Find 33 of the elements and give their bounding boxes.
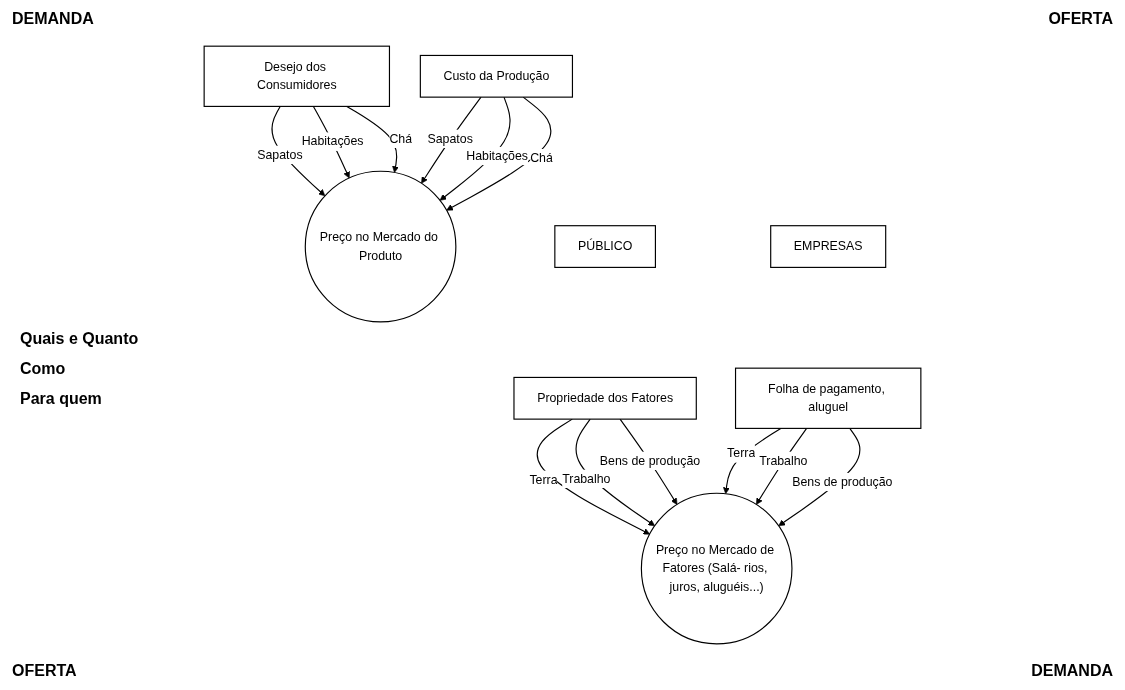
arrow <box>756 427 808 505</box>
note-text: Para quem <box>20 390 102 408</box>
edge-label: Terra <box>529 472 558 486</box>
edge-label: Sapatos <box>427 131 473 146</box>
arrow <box>421 96 482 184</box>
note-text: DEMANDA <box>1031 662 1113 680</box>
note-text: Como <box>20 360 66 378</box>
node-box: EMPRESAS <box>770 225 887 268</box>
arrow <box>346 105 399 173</box>
arrow <box>723 427 782 495</box>
edge-label: Chá <box>389 131 413 146</box>
note-text: OFERTA <box>12 662 77 680</box>
node-box: Folha de pagamento, aluguel <box>734 367 922 429</box>
node-box: Propriedade dos Fatores <box>513 376 697 420</box>
node-box: PÚBLICO <box>554 225 656 268</box>
arrow <box>446 96 552 211</box>
edge-label: Habitações <box>466 149 529 163</box>
node-circle: Preço no Mercado de Fatores (Salá- rios, juros, aluguéis...) <box>640 492 793 645</box>
arrow <box>536 418 650 535</box>
edge-label: Bens de produção <box>792 475 893 489</box>
note-text: DEMANDA <box>12 10 94 28</box>
edge-label: Trabalho <box>759 453 808 467</box>
edge-label: Habitações <box>301 134 364 148</box>
edge-label: Terra <box>727 446 756 460</box>
edge-label: Bens de produção <box>599 453 701 467</box>
edge-label: Trabalho <box>562 471 611 485</box>
note-text: OFERTA <box>1048 10 1113 28</box>
node-box: Desejo dos Consumidores <box>203 45 391 107</box>
node-box: Custo da Produção <box>419 54 574 98</box>
edge-label: Chá <box>530 151 553 165</box>
node-circle: Preço no Mercado do Produto <box>304 170 457 323</box>
edge-label: Sapatos <box>257 147 303 162</box>
note-text: Quais e Quanto <box>20 330 139 348</box>
